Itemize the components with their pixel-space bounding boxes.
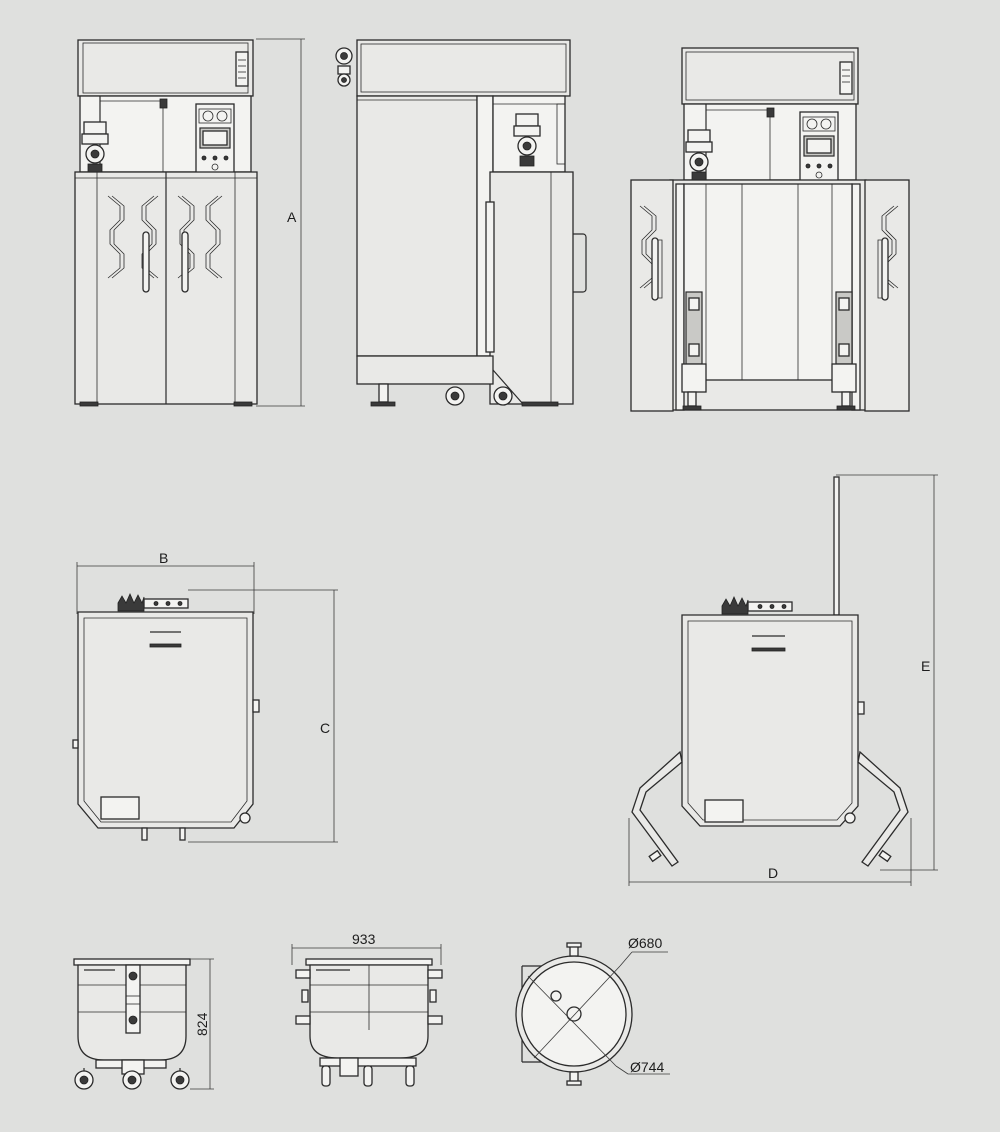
bowl-front-view <box>73 958 191 1090</box>
dimension-933-label: 933 <box>352 931 376 947</box>
dimension-e-label: E <box>921 658 930 674</box>
dimension-933: 933 <box>291 931 442 965</box>
dimension-e: E <box>836 474 938 871</box>
dimension-824: 824 <box>190 958 214 1090</box>
side-view-open <box>335 39 587 407</box>
dimension-b: B <box>76 550 255 614</box>
dimension-a-label: A <box>287 209 297 225</box>
dimension-a: A <box>256 38 305 407</box>
front-view-closed <box>74 39 258 407</box>
dimension-c: C <box>188 589 338 843</box>
bowl-side-view <box>295 958 443 1087</box>
top-view-closed <box>72 593 260 841</box>
bowl-top-view: Ø680 Ø744 <box>515 935 670 1086</box>
dimension-diameter-680-label: Ø680 <box>628 935 662 951</box>
dimension-d: D <box>628 818 912 886</box>
dimension-b-label: B <box>159 550 168 566</box>
top-view-open <box>631 476 909 867</box>
front-view-open <box>630 47 910 412</box>
side-burner <box>335 47 353 87</box>
dimension-diameter-744-label: Ø744 <box>630 1059 664 1075</box>
dimension-c-label: C <box>320 720 330 736</box>
dimension-d-label: D <box>768 865 778 881</box>
dimension-824-label: 824 <box>194 1012 210 1036</box>
